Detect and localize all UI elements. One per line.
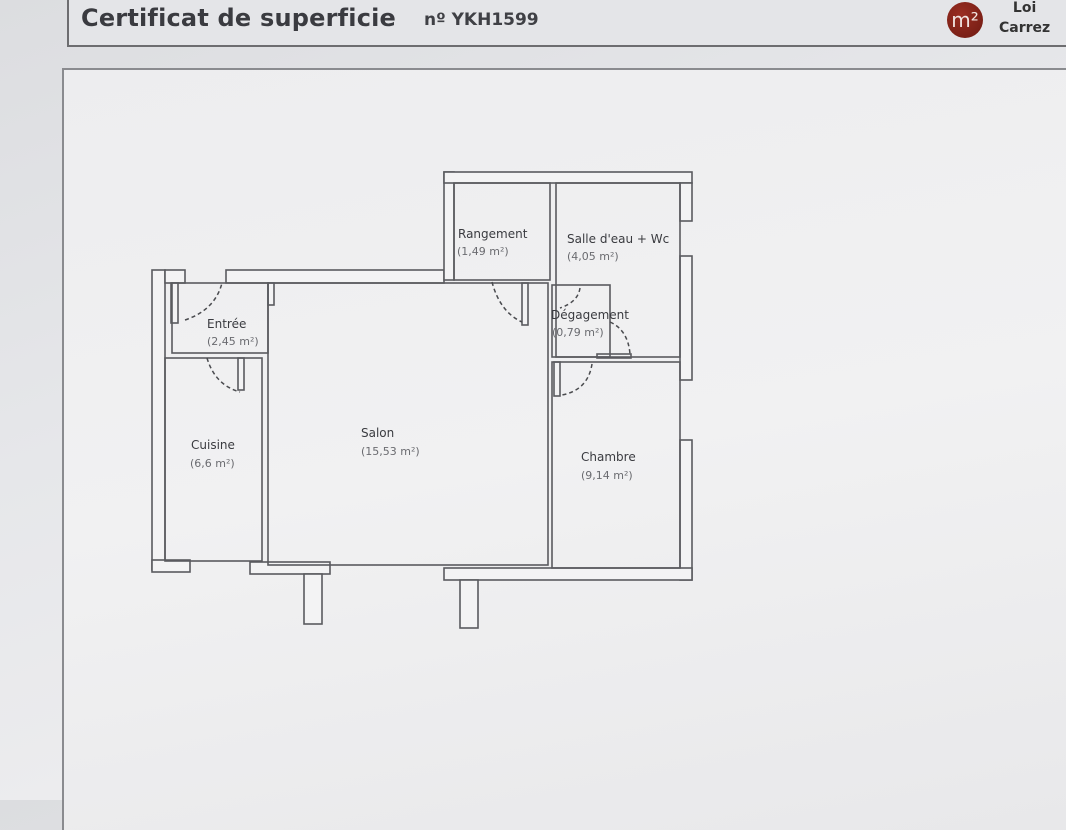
room-area: (2,45 m²) [207, 335, 259, 348]
wall-degagement-stub [596, 353, 632, 359]
room-salle-deau [555, 182, 681, 358]
wall-rangement-stub [521, 282, 529, 326]
wall-right-upper [679, 182, 693, 222]
wall-right-mid [679, 255, 693, 381]
room-name: Rangement [458, 227, 528, 241]
room-salon [267, 282, 549, 566]
certificate-number: nº YKH1599 [424, 10, 539, 30]
room-rangement [453, 182, 551, 281]
floor-plan: Rangement (1,49 m²) Salle d'eau + Wc (4,… [151, 171, 693, 629]
wall-bottom-right [443, 567, 693, 581]
room-name: Salon [361, 426, 394, 440]
room-name: Salle d'eau + Wc [567, 232, 669, 246]
wall-bottom-left [151, 559, 191, 573]
room-degagement [551, 284, 611, 358]
room-chambre [551, 361, 681, 569]
door-degagement-swing [609, 321, 631, 355]
room-area: (4,05 m²) [567, 250, 619, 263]
door-chambre-swing [561, 363, 593, 396]
wall-bottom-mid [249, 561, 331, 575]
wall-salon-stub [267, 282, 275, 306]
wall-right-lower [679, 439, 693, 581]
wall-kitchen-stub [237, 357, 245, 391]
certificate-header: Certificat de superficie nº YKH1599 m² L… [67, 0, 1066, 47]
wall-left [151, 269, 166, 571]
floor-plan-panel [62, 68, 1066, 830]
logo-label-line2: Carrez [999, 20, 1051, 36]
room-area: (9,14 m²) [581, 469, 633, 482]
loi-carrez-logo-icon: m² [947, 2, 983, 38]
room-area: (0,79 m²) [552, 326, 604, 339]
wall-rangement-left [443, 171, 455, 281]
room-name: Cuisine [191, 438, 235, 452]
balcony-post-left [303, 573, 323, 625]
door-cuisine-swing [206, 357, 241, 393]
wall-entry-top-left [164, 269, 186, 284]
wall-top [443, 171, 693, 184]
door-entree-swing [184, 282, 223, 321]
page-title: Certificat de superficie [81, 4, 397, 32]
wall-chambre-stub [553, 361, 561, 397]
wall-salon-top [225, 269, 445, 284]
room-area: (15,53 m²) [361, 445, 420, 458]
balcony-post-right [459, 579, 479, 629]
room-name: Chambre [581, 450, 636, 464]
room-cuisine [164, 357, 263, 562]
logo-label-line1: Loi [1012, 0, 1037, 16]
outer-walls [151, 171, 693, 629]
door-rangement-swing [491, 281, 523, 323]
room-area: (1,49 m²) [457, 245, 509, 258]
door-salle-deau-swing [559, 287, 581, 309]
room-name: Dégagement [551, 308, 629, 322]
logo-label: Loi Carrez [999, 0, 1050, 38]
room-name: Entrée [207, 317, 246, 331]
room-area: (6,6 m²) [190, 457, 235, 470]
